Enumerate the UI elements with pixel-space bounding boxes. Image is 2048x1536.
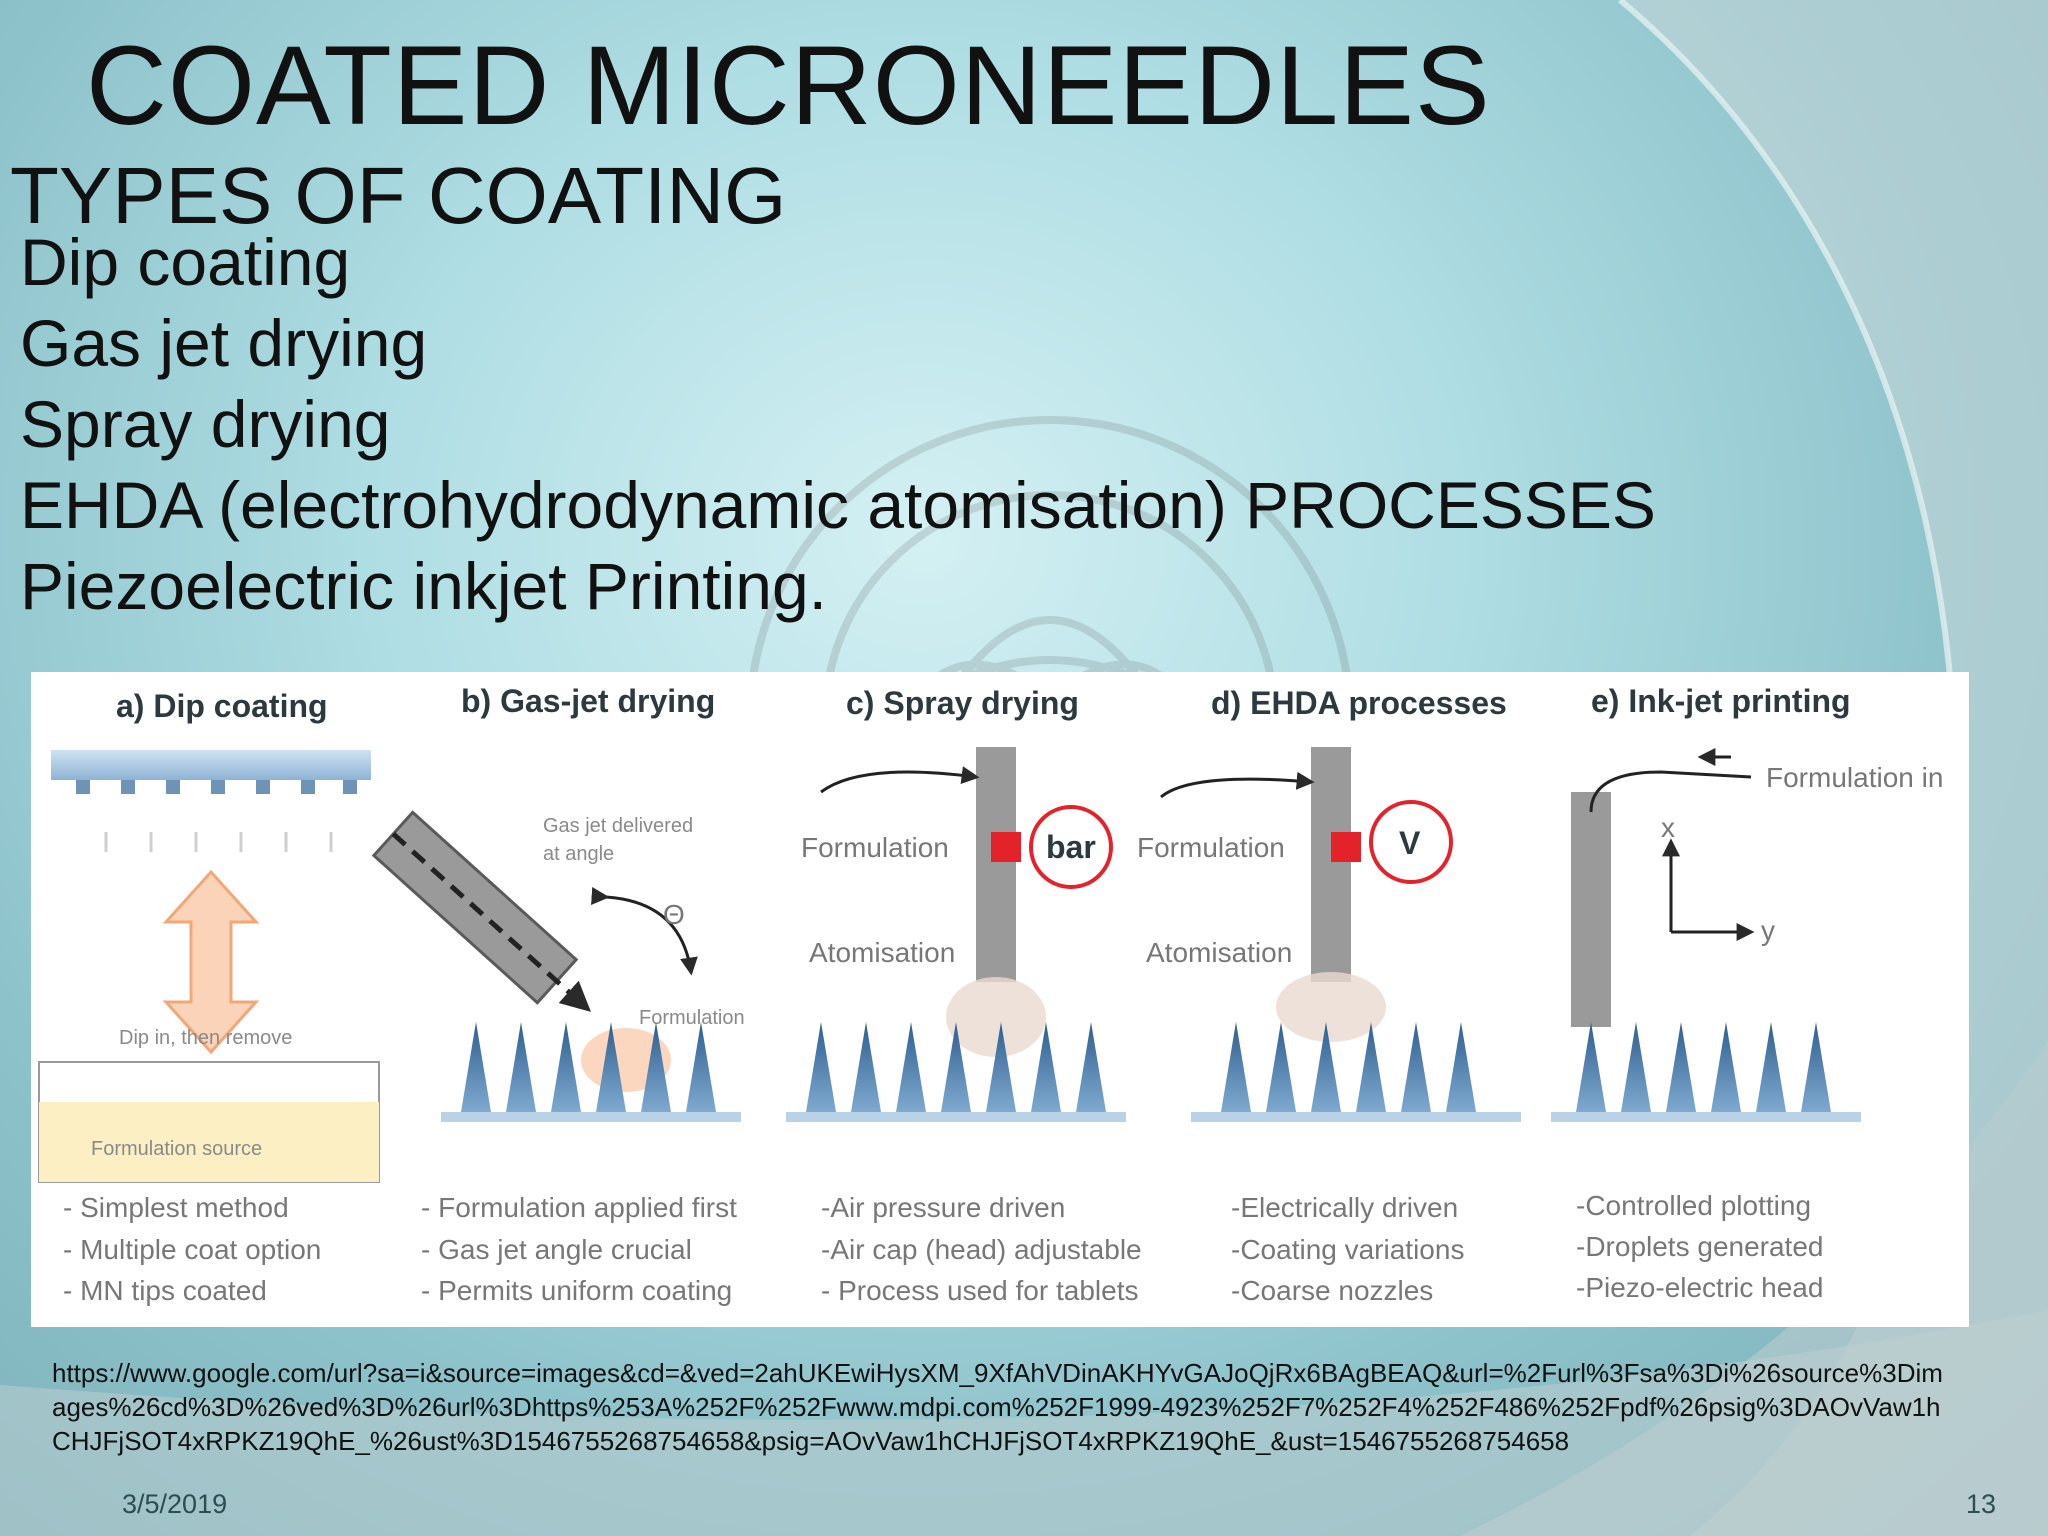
panel-e-inkjet: Formulation in x y -Controlled plotting … (1551, 748, 1943, 1303)
panel-c-note: -Air pressure driven (821, 1192, 1065, 1223)
panel-b-note: - Gas jet angle crucial (421, 1234, 692, 1265)
microneedle-array-base (51, 750, 371, 780)
up-down-arrow-icon (162, 869, 260, 1055)
theta-label: Θ (663, 899, 685, 930)
gas-jet-nozzle (371, 810, 591, 1012)
gas-jet-label-2: at angle (543, 843, 614, 865)
pressure-valve (991, 832, 1021, 862)
formulation-flow-arrow (1160, 771, 1315, 799)
panel-a-dip-coating: Dip in, then remove Formulation source -… (38, 750, 380, 1306)
panel-b-title: b) Gas-jet drying (461, 683, 715, 719)
pressure-gauge (1029, 805, 1113, 889)
panel-d-note: -Coating variations (1231, 1234, 1464, 1265)
formulation-label-d: Formulation (1137, 832, 1285, 863)
list-item: Dip coating (20, 225, 351, 299)
panel-c-note: - Process used for tablets (821, 1275, 1138, 1306)
panel-a-note: - Multiple coat option (63, 1234, 321, 1265)
panel-b-note: - Permits uniform coating (421, 1275, 732, 1306)
formulation-source-label: Formulation source (91, 1138, 262, 1160)
spray-cloud (1276, 972, 1386, 1042)
formulation-in-label: Formulation in (1766, 762, 1943, 793)
panel-d-ehda: Formulation V Atomisation -Electrically … (1137, 747, 1521, 1306)
slide-subtitle: TYPES OF COATING (10, 151, 787, 240)
needle-tips-row (76, 780, 357, 794)
list-item: Gas jet drying (20, 306, 428, 380)
panel-a-title: a) Dip coating (116, 688, 328, 724)
formulation-label-c: Formulation (801, 832, 949, 863)
angle-arc (591, 887, 698, 976)
gauge-v-label: V (1399, 825, 1421, 861)
formulation-liquid (39, 1102, 379, 1182)
gas-jet-label-1: Gas jet delivered (543, 815, 693, 837)
panel-a-note: - Simplest method (63, 1192, 289, 1223)
formulation-label: Formulation (639, 1007, 745, 1029)
microneedle-array-c (786, 1022, 1126, 1122)
panel-c-title: c) Spray drying (846, 685, 1079, 721)
axis-x-label: x (1661, 812, 1675, 843)
panel-b-note: - Formulation applied first (421, 1192, 737, 1223)
formulation-feed-line (1589, 770, 1752, 813)
microneedle-array-e (1551, 1022, 1861, 1122)
ehda-nozzle (1311, 747, 1351, 982)
inkjet-head (1571, 792, 1611, 1027)
coating-methods-diagram: a) Dip coating b) Gas-jet drying c) Spra… (31, 672, 1969, 1327)
voltage-terminal (1331, 832, 1361, 862)
microneedle-array-d (1191, 1022, 1521, 1122)
panel-c-spray-drying: Formulation bar Atomisation -Air pressur… (786, 747, 1142, 1306)
microneedle-array-b (441, 1022, 741, 1122)
list-item: EHDA (electrohydrodynamic atomisation) P… (20, 468, 1656, 542)
atomisation-label-d: Atomisation (1146, 937, 1292, 968)
panel-d-title: d) EHDA processes (1211, 685, 1507, 721)
panel-e-note: -Piezo-electric head (1576, 1272, 1823, 1303)
panel-b-gas-jet: Gas jet delivered at angle Θ Formulation… (371, 810, 745, 1306)
coating-types-list: Dip coating Gas jet drying Spray drying … (20, 222, 1656, 627)
panel-c-note: -Air cap (head) adjustable (821, 1234, 1142, 1265)
needle-guides (104, 832, 333, 852)
gauge-bar-label: bar (1046, 829, 1096, 865)
axis-y-label: y (1761, 915, 1775, 946)
panel-e-note: -Droplets generated (1576, 1231, 1823, 1262)
formulation-flow-arrow (820, 766, 980, 794)
slide-title: COATED MICRONEEDLES (86, 23, 1491, 148)
coating-methods-figure: a) Dip coating b) Gas-jet drying c) Spra… (31, 672, 1969, 1327)
spray-cloud (946, 977, 1046, 1057)
image-source-url: https://www.google.com/url?sa=i&source=i… (52, 1358, 1943, 1456)
atomisation-label-c: Atomisation (809, 937, 955, 968)
panel-a-note: - MN tips coated (63, 1275, 267, 1306)
voltage-gauge (1369, 800, 1453, 884)
slide-date: 3/5/2019 (122, 1489, 228, 1519)
panel-e-title: e) Ink-jet printing (1591, 683, 1851, 719)
list-item: Piezoelectric inkjet Printing. (20, 549, 828, 623)
panel-e-note: -Controlled plotting (1576, 1190, 1811, 1221)
spray-nozzle (976, 747, 1016, 982)
panel-d-note: -Coarse nozzles (1231, 1275, 1433, 1306)
dip-action-label: Dip in, then remove (119, 1027, 292, 1049)
panel-d-note: -Electrically driven (1231, 1192, 1458, 1223)
page-number: 13 (1966, 1489, 1997, 1519)
list-item: Spray drying (20, 387, 391, 461)
